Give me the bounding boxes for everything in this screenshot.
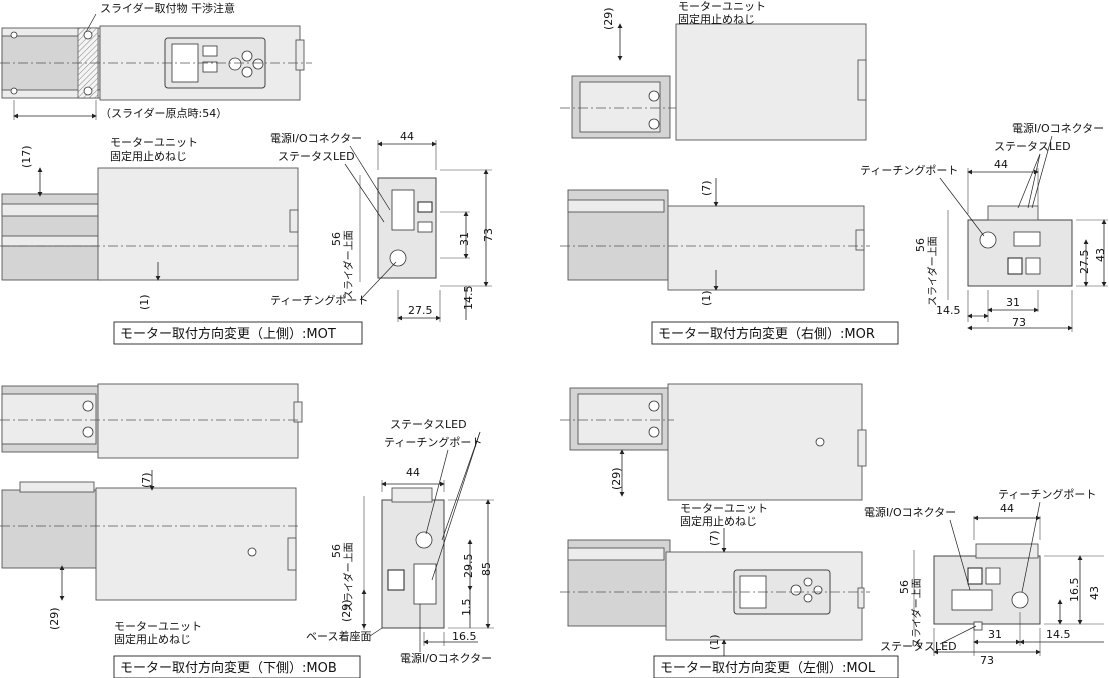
mot-group: スライダー取付物 干渉注意 （スライダー原点時:54） (17) (1) モータ… <box>0 1 495 345</box>
mol-status-led-label: ステータスLED <box>880 640 957 653</box>
mor-caption: モーター取付方向変更（右側）:MOR <box>658 326 875 342</box>
mot-dim-1: (1) <box>138 294 151 310</box>
mol-dim-73: 73 <box>980 654 994 667</box>
mot-dim-17: (17) <box>20 145 33 168</box>
mot-slider-origin-label: （スライダー原点時:54） <box>100 106 227 120</box>
mob-motor-screw-l2: 固定用止めねじ <box>114 632 191 646</box>
mor-top-view <box>560 23 867 141</box>
mor-dim-73: 73 <box>1012 316 1026 329</box>
mob-dim-85: 85 <box>480 562 493 576</box>
mob-dim-29: (29) <box>48 607 61 630</box>
mol-group: (29) モーターユニット 固定用止めねじ (7) (1) <box>560 383 1104 678</box>
mob-base-face-label: ベース着座面 <box>306 629 371 643</box>
mob-end-view <box>361 480 494 646</box>
mot-slider-top-label: スライダー上面 <box>342 230 355 300</box>
mob-teaching-port-label: ティーチングポート <box>384 435 482 449</box>
mor-status-led-label: ステータスLED <box>994 140 1071 153</box>
mot-caption-box <box>113 321 363 345</box>
mot-dim-56: 56 <box>330 232 343 246</box>
mol-top-view <box>560 383 867 501</box>
mor-dim-7: (7) <box>700 180 713 196</box>
mot-power-io-label: 電源I/Oコネクター <box>270 131 362 145</box>
mor-dim-44: 44 <box>994 158 1008 171</box>
mot-dim-73: 73 <box>482 228 495 242</box>
mor-dim-27-5: 27.5 <box>1078 250 1091 275</box>
mol-teaching-port-label: ティーチングポート <box>998 487 1096 501</box>
mol-caption-box <box>653 655 899 678</box>
mor-power-io-label: 電源I/Oコネクター <box>1012 121 1104 135</box>
mol-dim-56: 56 <box>898 580 911 594</box>
mob-dim-29-5: 29.5 <box>462 554 475 579</box>
mor-slider-top-label: スライダー上面 <box>926 236 939 306</box>
mob-motor-screw-l1: モーターユニット <box>114 620 202 633</box>
mob-status-led-label: ステータスLED <box>390 418 467 431</box>
mol-motor-screw-l2: 固定用止めねじ <box>680 514 757 528</box>
mol-dim-1: (1) <box>708 634 721 650</box>
mot-dim-31: 31 <box>458 232 471 246</box>
mob-dim-1-5: 1.5 <box>460 599 473 617</box>
mob-side-view <box>0 470 300 601</box>
mor-motor-screw-l2: 固定用止めねじ <box>678 12 755 26</box>
mol-side-view <box>560 528 870 656</box>
mol-dim-16-5: 16.5 <box>1068 578 1081 603</box>
mot-top-view <box>0 25 312 120</box>
mot-dim-14-5: 14.5 <box>462 286 475 311</box>
mor-dim-14-5: 14.5 <box>936 304 961 317</box>
mor-motor-screw-l1: モーターユニット <box>678 0 766 13</box>
mor-dim-31: 31 <box>1006 296 1020 309</box>
mot-side-view <box>0 167 300 281</box>
mob-dim-56: 56 <box>330 544 343 558</box>
mor-end-view <box>947 168 1108 332</box>
mob-power-io-label: 電源I/Oコネクター <box>400 651 492 665</box>
mot-dim-27-5: 27.5 <box>408 304 433 317</box>
mol-dim-29: (29) <box>610 467 623 490</box>
mor-group: (29) モーターユニット 固定用止めねじ (7) (1) <box>560 0 1108 345</box>
mob-dim-16-5: 16.5 <box>452 630 477 643</box>
mor-dim-1: (1) <box>700 290 713 306</box>
mol-slider-top-label: スライダー上面 <box>910 578 923 648</box>
mor-dim-29: (29) <box>602 7 615 30</box>
mot-dim-44: 44 <box>400 130 414 143</box>
mol-dim-43: 43 <box>1088 586 1101 600</box>
mot-end-view <box>359 140 492 322</box>
mol-caption: モーター取付方向変更（左側）:MOL <box>660 660 876 676</box>
mob-dim-7: (7) <box>140 472 153 488</box>
mot-motor-screw-l1: モーターユニット <box>110 136 198 149</box>
mot-slider-interference-label: スライダー取付物 干渉注意 <box>100 1 235 15</box>
mob-dim-29b: (29) <box>340 599 353 622</box>
mor-side-view <box>560 178 870 291</box>
mol-motor-screw-l1: モーターユニット <box>680 502 768 515</box>
mob-dim-44: 44 <box>406 466 420 479</box>
mob-group: (7) (29) モーターユニット 固定用止めねじ ステータスLED <box>0 383 494 678</box>
mor-dim-43: 43 <box>1094 248 1107 262</box>
mot-motor-screw-l2: 固定用止めねじ <box>110 149 187 163</box>
mot-status-led-label: ステータスLED <box>278 150 355 163</box>
mol-dim-44: 44 <box>1000 502 1014 515</box>
mob-slider-top-label: スライダー上面 <box>342 542 355 612</box>
mob-top-view <box>0 383 303 459</box>
mot-teaching-port-label: ティーチングポート <box>270 293 368 307</box>
mor-caption-box <box>651 321 899 345</box>
mol-dim-14-5: 14.5 <box>1046 628 1071 641</box>
mot-caption: モーター取付方向変更（上側）:MOT <box>120 326 336 342</box>
mob-caption-box <box>113 655 361 678</box>
mor-teaching-port-label: ティーチングポート <box>860 163 958 177</box>
mol-dim-31: 31 <box>988 628 1002 641</box>
mol-power-io-label: 電源I/Oコネクター <box>864 505 956 519</box>
mor-dim-56: 56 <box>914 238 927 252</box>
mol-dim-7: (7) <box>708 530 721 546</box>
mob-caption: モーター取付方向変更（下側）:MOB <box>120 660 337 676</box>
